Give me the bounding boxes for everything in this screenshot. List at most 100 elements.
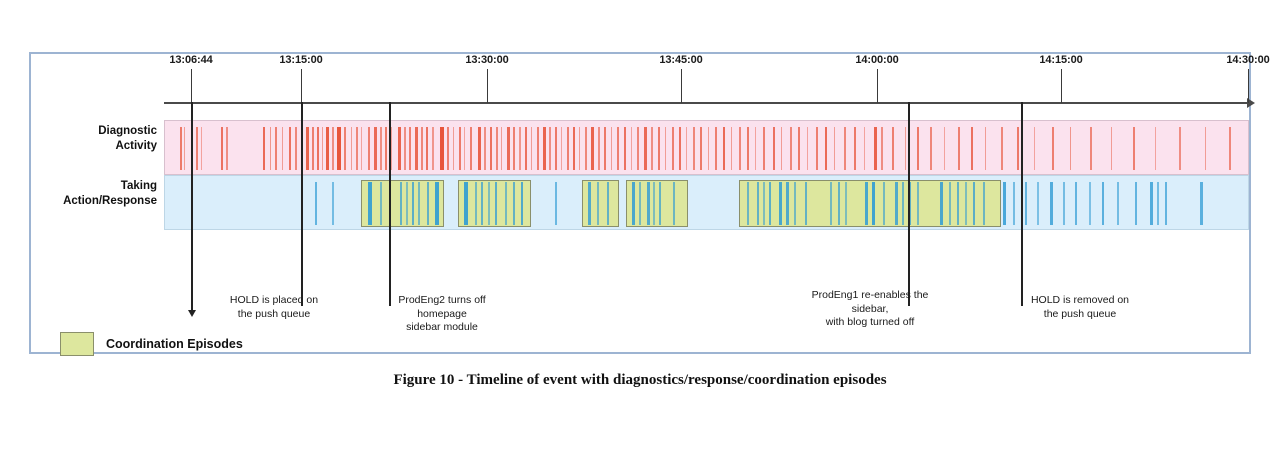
event-tick-diagnostic [180, 127, 182, 170]
event-tick-diagnostic [459, 127, 461, 170]
coordination-episode-box [458, 180, 531, 227]
event-tick-response [845, 182, 847, 225]
event-tick-response [488, 182, 490, 225]
event-tick-diagnostic [854, 127, 856, 170]
event-tick-response [418, 182, 420, 225]
event-tick-diagnostic [453, 127, 454, 170]
event-tick-diagnostic [1229, 127, 1231, 170]
event-tick-diagnostic [686, 127, 687, 170]
coordination-episode-box [626, 180, 688, 227]
event-tick-response [427, 182, 429, 225]
axis-label-2: 13:30:00 [465, 54, 509, 66]
event-tick-diagnostic [368, 127, 370, 170]
event-tick-diagnostic [507, 127, 510, 170]
event-tick-diagnostic [844, 127, 846, 170]
event-tick-diagnostic [295, 127, 297, 170]
event-tick-diagnostic [715, 127, 717, 170]
event-tick-diagnostic [332, 127, 334, 170]
event-tick-response [1200, 182, 1203, 225]
event-tick-diagnostic [270, 127, 271, 170]
event-tick-diagnostic [672, 127, 674, 170]
event-tick-diagnostic [404, 127, 406, 170]
event-tick-response [315, 182, 317, 225]
event-tick-response [597, 182, 599, 225]
event-tick-diagnostic [531, 127, 532, 170]
event-tick-diagnostic [679, 127, 681, 170]
event-tick-response [639, 182, 641, 225]
legend: Coordination Episodes [60, 332, 243, 356]
event-tick-diagnostic [917, 127, 919, 170]
axis-label-5: 14:15:00 [1039, 54, 1083, 66]
event-tick-diagnostic [598, 127, 600, 170]
event-tick-diagnostic [289, 127, 291, 170]
event-tick-diagnostic [700, 127, 702, 170]
event-tick-diagnostic [644, 127, 647, 170]
lane-diagnostic-activity [164, 120, 1249, 175]
event-tick-diagnostic [781, 127, 782, 170]
event-tick-response [917, 182, 919, 225]
event-tick-response [481, 182, 483, 225]
event-tick-response [1117, 182, 1119, 225]
event-tick-diagnostic [398, 127, 401, 170]
annotation-line-hold-placed [191, 102, 193, 311]
event-tick-response [786, 182, 789, 225]
event-tick-response [400, 182, 402, 225]
event-tick-response [1135, 182, 1137, 225]
coordination-episode-box [361, 180, 444, 227]
event-tick-diagnostic [385, 127, 387, 170]
event-tick-diagnostic [624, 127, 626, 170]
event-tick-response [940, 182, 943, 225]
event-tick-diagnostic [985, 127, 986, 170]
event-tick-diagnostic [611, 127, 612, 170]
event-tick-response [1037, 182, 1039, 225]
event-tick-response [513, 182, 515, 225]
event-tick-diagnostic [971, 127, 973, 170]
event-tick-response [1150, 182, 1153, 225]
event-tick-diagnostic [221, 127, 223, 170]
axis-label-6: 14:30:00 [1226, 54, 1270, 66]
event-tick-response [1025, 182, 1027, 225]
event-tick-diagnostic [1155, 127, 1156, 170]
event-tick-diagnostic [426, 127, 428, 170]
event-tick-response [673, 182, 675, 225]
legend-swatch-coordination [60, 332, 94, 356]
event-tick-response [1013, 182, 1015, 225]
axis-tick-2 [487, 69, 488, 103]
event-tick-diagnostic [282, 127, 283, 170]
event-tick-response [555, 182, 557, 225]
event-tick-response [865, 182, 868, 225]
event-tick-diagnostic [543, 127, 546, 170]
event-tick-response [973, 182, 975, 225]
event-tick-diagnostic [773, 127, 775, 170]
event-tick-diagnostic [226, 127, 228, 170]
figure-caption: Figure 10 - Timeline of event with diagn… [393, 372, 887, 388]
event-tick-diagnostic [708, 127, 709, 170]
event-tick-response [757, 182, 759, 225]
event-tick-diagnostic [637, 127, 639, 170]
event-tick-response [1003, 182, 1006, 225]
event-tick-diagnostic [1017, 127, 1019, 170]
event-tick-response [805, 182, 807, 225]
event-tick-diagnostic [513, 127, 515, 170]
event-tick-response [883, 182, 885, 225]
event-tick-diagnostic [881, 127, 883, 170]
event-tick-diagnostic [447, 127, 449, 170]
event-tick-diagnostic [478, 127, 481, 170]
event-tick-diagnostic [356, 127, 358, 170]
event-tick-diagnostic [351, 127, 352, 170]
event-tick-diagnostic [905, 127, 906, 170]
event-tick-diagnostic [525, 127, 527, 170]
event-tick-diagnostic [723, 127, 725, 170]
event-tick-response [588, 182, 591, 225]
event-tick-diagnostic [651, 127, 653, 170]
event-tick-response [957, 182, 959, 225]
event-tick-diagnostic [892, 127, 894, 170]
event-tick-diagnostic [874, 127, 877, 170]
event-tick-response [949, 182, 951, 225]
event-tick-response [647, 182, 650, 225]
axis-label-4: 14:00:00 [855, 54, 899, 66]
event-tick-diagnostic [665, 127, 666, 170]
